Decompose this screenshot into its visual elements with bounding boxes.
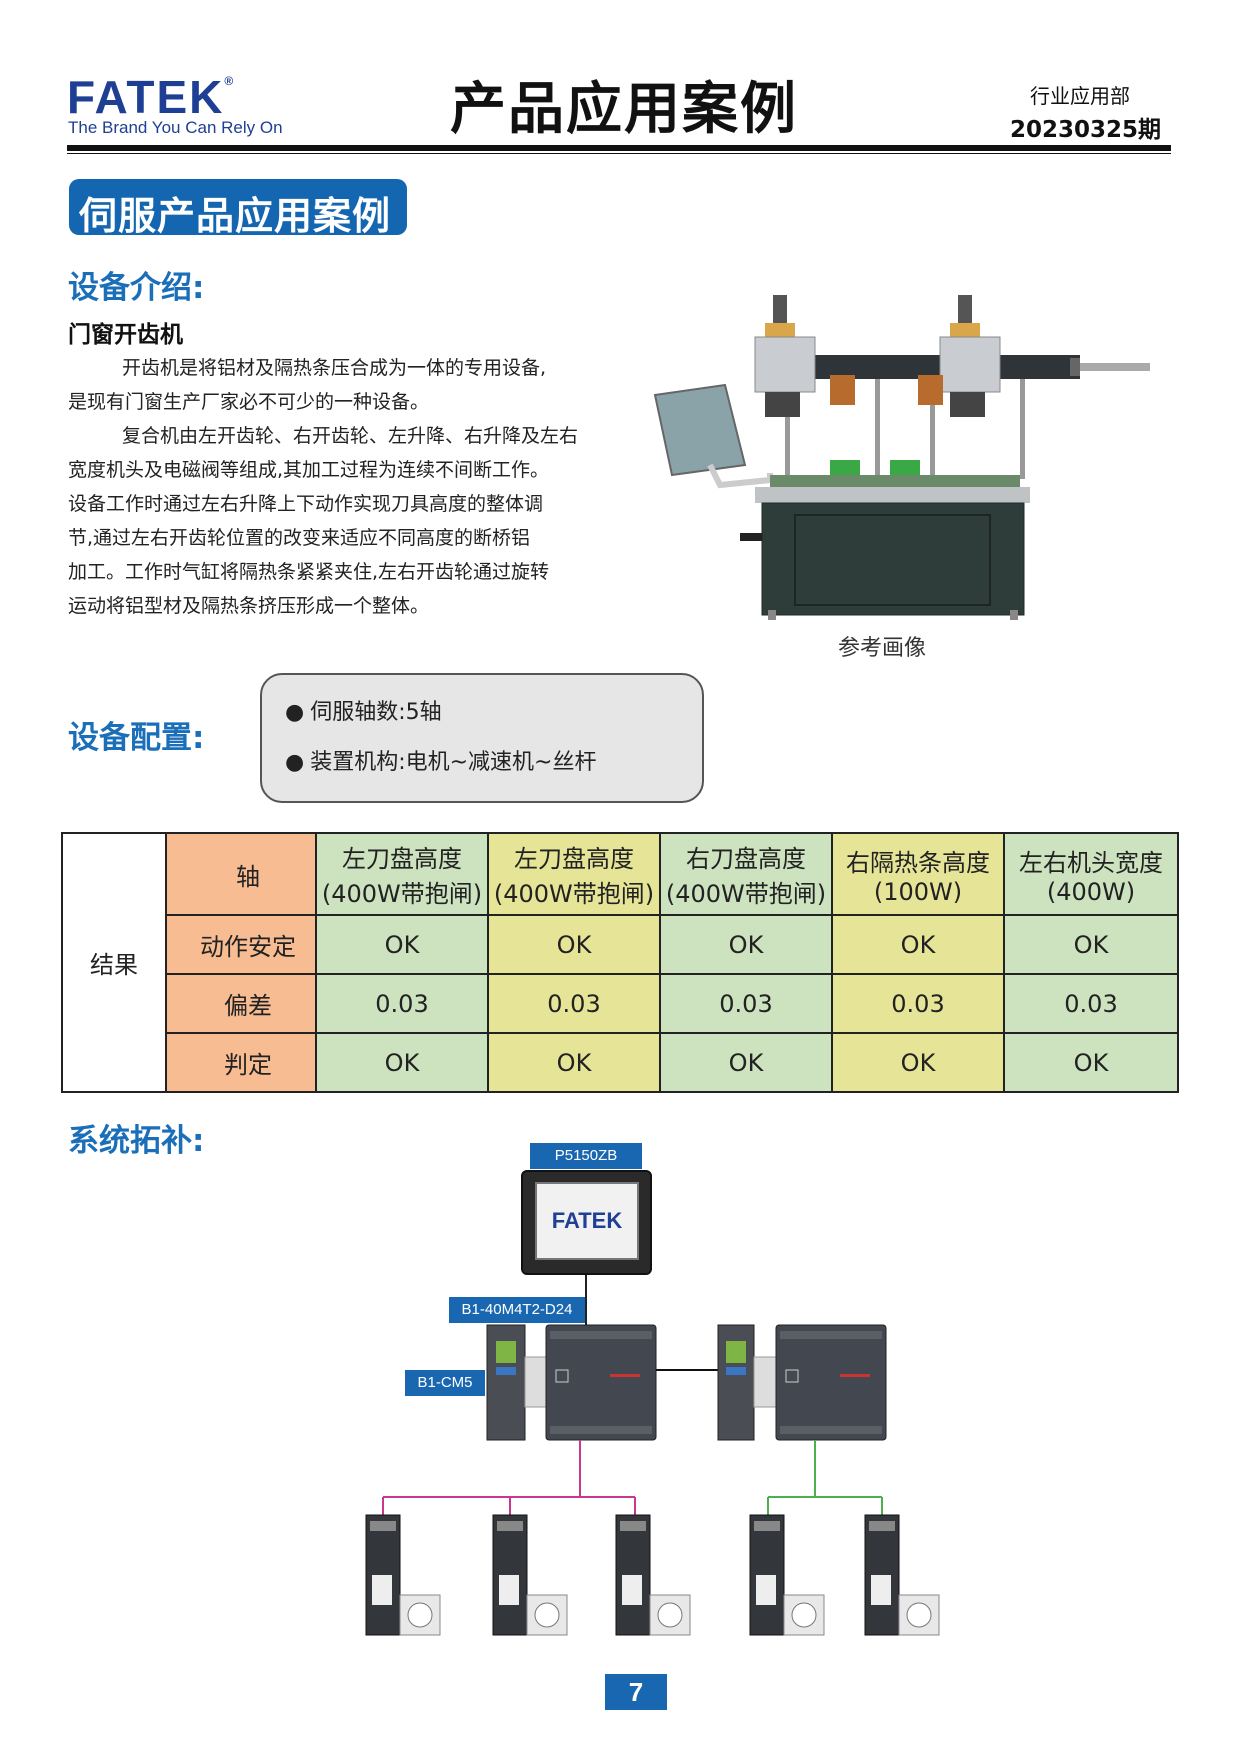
row-label: 动作安定 xyxy=(165,914,317,975)
header-rule-thick xyxy=(67,145,1171,151)
table-cell: OK xyxy=(831,914,1005,975)
axis-label: 轴 xyxy=(165,832,317,916)
table-cell: 0.03 xyxy=(659,973,833,1034)
comm-module-right xyxy=(717,1324,755,1441)
table-cell: OK xyxy=(1003,1032,1179,1093)
intro-heading: 设备介绍: xyxy=(68,270,205,306)
table-cell: OK xyxy=(315,1032,489,1093)
config-heading: 设备配置: xyxy=(68,720,205,756)
module-tag: B1-CM5 xyxy=(405,1370,485,1396)
para2-line: 复合机由左开齿轮、右开齿轮、左升降、右升降及左右 xyxy=(122,425,579,447)
column-header: 左刀盘高度(400W带抱闸) xyxy=(315,832,489,916)
header-rule-thin xyxy=(67,153,1171,154)
table-cell: OK xyxy=(1003,914,1179,975)
table-cell: 0.03 xyxy=(315,973,489,1034)
row-label: 偏差 xyxy=(165,973,317,1034)
topology-heading: 系统拓补: xyxy=(68,1123,205,1159)
para2-line: 加工。工作时气缸将隔热条紧紧夹住,左右开齿轮通过旋转 xyxy=(68,561,550,583)
issue-label: 20230325期 xyxy=(1010,117,1162,143)
department-label: 行业应用部 xyxy=(1030,84,1130,108)
servo-drive xyxy=(749,1514,825,1636)
page-title: 产品应用案例 xyxy=(450,77,798,142)
hmi-panel: FATEK xyxy=(521,1170,652,1275)
servo-drive xyxy=(615,1514,691,1636)
para2-line: 宽度机头及电磁阀等组成,其加工过程为连续不间断工作。 xyxy=(68,459,550,481)
table-cell: OK xyxy=(487,914,661,975)
machine-name: 门窗开齿机 xyxy=(68,322,183,348)
table-cell: 0.03 xyxy=(831,973,1005,1034)
para2-line: 设备工作时通过左右升降上下动作实现刀具高度的整体调 xyxy=(68,493,544,515)
plc-right xyxy=(775,1324,887,1441)
bullet-icon: ● xyxy=(285,700,305,725)
machine-monitor xyxy=(653,383,747,477)
config-box xyxy=(260,673,704,803)
table-row: 判定 OK OK OK OK OK xyxy=(62,1032,1179,1093)
bullet-icon: ● xyxy=(285,750,305,775)
servo-bus-left xyxy=(382,1440,636,1515)
plc-left xyxy=(545,1324,657,1441)
table-cell: 0.03 xyxy=(487,973,661,1034)
plc-tag: B1-40M4T2-D24 xyxy=(449,1297,585,1323)
column-header: 左刀盘高度(400W带抱闸) xyxy=(487,832,661,916)
table-cell: OK xyxy=(831,1032,1005,1093)
section-banner: 伺服产品应用案例 xyxy=(69,179,407,238)
intro-paragraph-1: 开齿机是将铝材及隔热条压合成为一体的专用设备, 是现有门窗生产厂家必不可少的一种… xyxy=(68,351,603,419)
table-cell: OK xyxy=(315,914,489,975)
results-table: 结果 轴 左刀盘高度(400W带抱闸) 左刀盘高度(400W带抱闸) 右刀盘高度… xyxy=(61,832,1179,1093)
table-cell: 0.03 xyxy=(1003,973,1179,1034)
table-cell: OK xyxy=(487,1032,661,1093)
servo-drive xyxy=(864,1514,940,1636)
column-header: 右隔热条高度(100W) xyxy=(831,832,1005,916)
table-row: 偏差 0.03 0.03 0.03 0.03 0.03 xyxy=(62,973,1179,1034)
config-item: ●伺服轴数:5轴 xyxy=(285,700,442,725)
hmi-screen: FATEK xyxy=(535,1182,639,1260)
intro-paragraph-2: 复合机由左开齿轮、右开齿轮、左升降、右升降及左右 宽度机头及电磁阀等组成,其加工… xyxy=(68,419,603,623)
table-cell: OK xyxy=(659,1032,833,1093)
image-caption: 参考画像 xyxy=(838,636,927,661)
para2-line: 节,通过左右开齿轮位置的改变来适应不同高度的断桥铝 xyxy=(68,527,531,549)
servo-drive xyxy=(492,1514,568,1636)
servo-bus-right xyxy=(767,1440,883,1515)
hmi-tag: P5150ZB xyxy=(530,1143,642,1169)
column-header: 右刀盘高度(400W带抱闸) xyxy=(659,832,833,916)
table-header-row: 结果 轴 左刀盘高度(400W带抱闸) 左刀盘高度(400W带抱闸) 右刀盘高度… xyxy=(61,832,1179,1093)
brand-tagline: The Brand You Can Rely On xyxy=(68,118,283,137)
para1-line-2: 是现有门窗生产厂家必不可少的一种设备。 xyxy=(68,391,430,413)
table-row: 动作安定 OK OK OK OK OK xyxy=(62,914,1179,975)
row-label: 判定 xyxy=(165,1032,317,1093)
table-cell: OK xyxy=(659,914,833,975)
para1-line-1: 开齿机是将铝材及隔热条压合成为一体的专用设备, xyxy=(122,357,547,379)
page-number: 7 xyxy=(605,1674,667,1710)
machine-cabinet xyxy=(761,502,1025,616)
fatek-logo: FATEK® xyxy=(67,71,236,123)
servo-drive xyxy=(365,1514,441,1636)
topology-diagram xyxy=(365,1275,940,1636)
result-label: 结果 xyxy=(61,832,167,1093)
config-item: ●装置机构:电机~减速机~丝杆 xyxy=(285,750,597,775)
machine-illustration xyxy=(653,295,1150,620)
para2-line: 运动将铝型材及隔热条挤压形成一个整体。 xyxy=(68,595,430,617)
comm-module-left xyxy=(486,1324,526,1441)
column-header: 左右机头宽度(400W) xyxy=(1003,832,1179,916)
